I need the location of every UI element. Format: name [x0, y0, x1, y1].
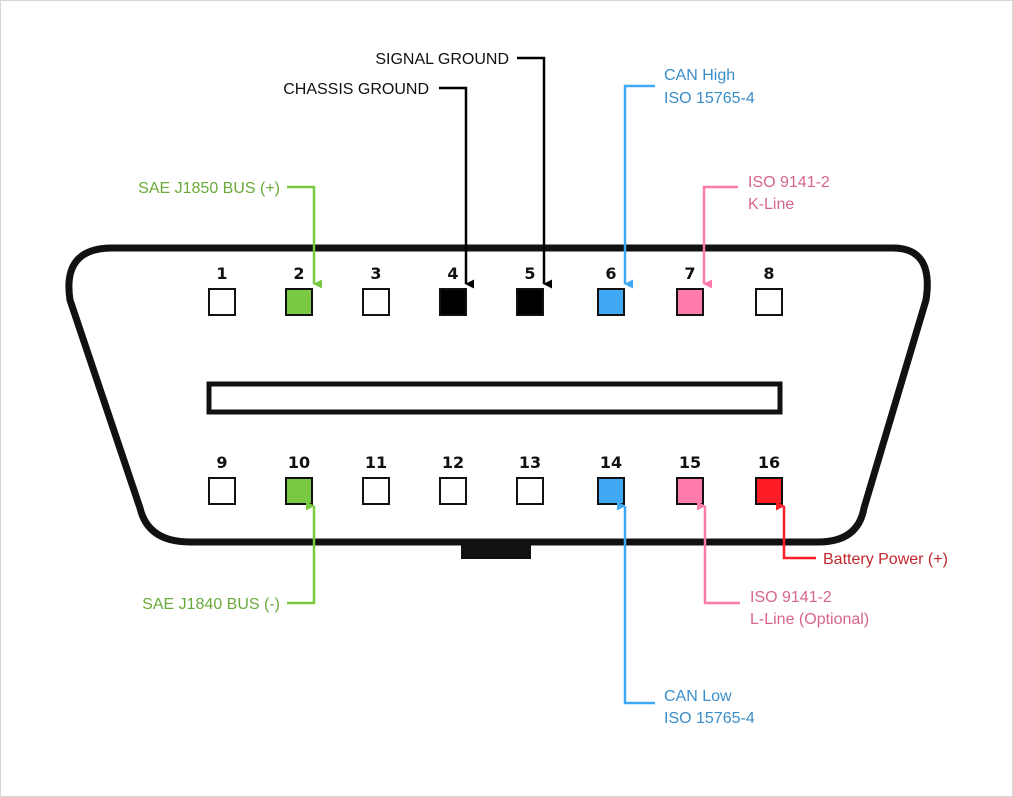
- pin-square-5: [516, 288, 544, 316]
- label-can-low-line2: ISO 15765-4: [664, 710, 755, 727]
- pin-square-13: [516, 477, 544, 505]
- pin-6: 6: [597, 264, 625, 316]
- pin-15: 15: [676, 453, 704, 505]
- pin-square-11: [362, 477, 390, 505]
- pin-number-10: 10: [288, 453, 310, 472]
- pin-16: 16: [755, 453, 783, 505]
- label-iso9141-l-line2: L-Line (Optional): [750, 611, 869, 628]
- leader-iso9141-k-line: [702, 185, 738, 289]
- label-signal-ground: SIGNAL GROUND: [375, 51, 509, 68]
- pin-square-14: [597, 477, 625, 505]
- pin-12: 12: [439, 453, 467, 505]
- label-can-high-line1: CAN High: [664, 67, 735, 84]
- label-chassis-ground: CHASSIS GROUND: [283, 81, 429, 98]
- leader-chassis-ground: [439, 86, 475, 289]
- pin-square-12: [439, 477, 467, 505]
- label-iso9141-k-line2: K-Line: [748, 196, 794, 213]
- pin-number-7: 7: [684, 264, 695, 283]
- pin-14: 14: [597, 453, 625, 505]
- label-can-high-line2: ISO 15765-4: [664, 90, 755, 107]
- pin-number-16: 16: [758, 453, 780, 472]
- pin-square-7: [676, 288, 704, 316]
- pin-number-3: 3: [370, 264, 381, 283]
- connector-key-tab: [461, 544, 531, 559]
- pin-number-14: 14: [600, 453, 622, 472]
- label-sae-j1850-plus: SAE J1850 BUS (+): [138, 180, 280, 197]
- pin-number-1: 1: [216, 264, 227, 283]
- leader-iso9141-l-line: [696, 501, 740, 605]
- leader-can-high: [623, 84, 655, 289]
- leader-can-low: [616, 501, 655, 705]
- pin-7: 7: [676, 264, 704, 316]
- pin-number-9: 9: [216, 453, 227, 472]
- leader-sae-j1850-plus: [287, 185, 323, 289]
- pin-square-1: [208, 288, 236, 316]
- pin-number-8: 8: [763, 264, 774, 283]
- pin-4: 4: [439, 264, 467, 316]
- pin-number-13: 13: [519, 453, 541, 472]
- pin-11: 11: [362, 453, 390, 505]
- pin-8: 8: [755, 264, 783, 316]
- pin-number-2: 2: [293, 264, 304, 283]
- pin-2: 2: [285, 264, 313, 316]
- label-iso9141-l-line1: ISO 9141-2: [750, 589, 832, 606]
- pin-square-6: [597, 288, 625, 316]
- label-battery-power: Battery Power (+): [823, 551, 948, 568]
- pin-9: 9: [208, 453, 236, 505]
- pin-number-6: 6: [605, 264, 616, 283]
- pin-number-5: 5: [524, 264, 535, 283]
- leader-battery-power: [775, 501, 816, 560]
- pin-square-9: [208, 477, 236, 505]
- pin-square-10: [285, 477, 313, 505]
- pin-square-15: [676, 477, 704, 505]
- pin-number-4: 4: [447, 264, 458, 283]
- pin-number-12: 12: [442, 453, 464, 472]
- pin-square-4: [439, 288, 467, 316]
- pin-3: 3: [362, 264, 390, 316]
- pin-number-15: 15: [679, 453, 701, 472]
- pin-10: 10: [285, 453, 313, 505]
- label-iso9141-k-line1: ISO 9141-2: [748, 174, 830, 191]
- connector-center-slot: [206, 381, 783, 415]
- pin-square-16: [755, 477, 783, 505]
- pin-13: 13: [516, 453, 544, 505]
- pin-number-11: 11: [365, 453, 387, 472]
- leader-sae-j1840-minus: [287, 501, 316, 605]
- pin-1: 1: [208, 264, 236, 316]
- leader-signal-ground: [517, 56, 553, 289]
- pin-5: 5: [516, 264, 544, 316]
- pin-square-2: [285, 288, 313, 316]
- pin-square-8: [755, 288, 783, 316]
- label-sae-j1840-minus: SAE J1840 BUS (-): [142, 596, 280, 613]
- pin-square-3: [362, 288, 390, 316]
- label-can-low-line1: CAN Low: [664, 688, 732, 705]
- connector-body-outline: [65, 244, 931, 546]
